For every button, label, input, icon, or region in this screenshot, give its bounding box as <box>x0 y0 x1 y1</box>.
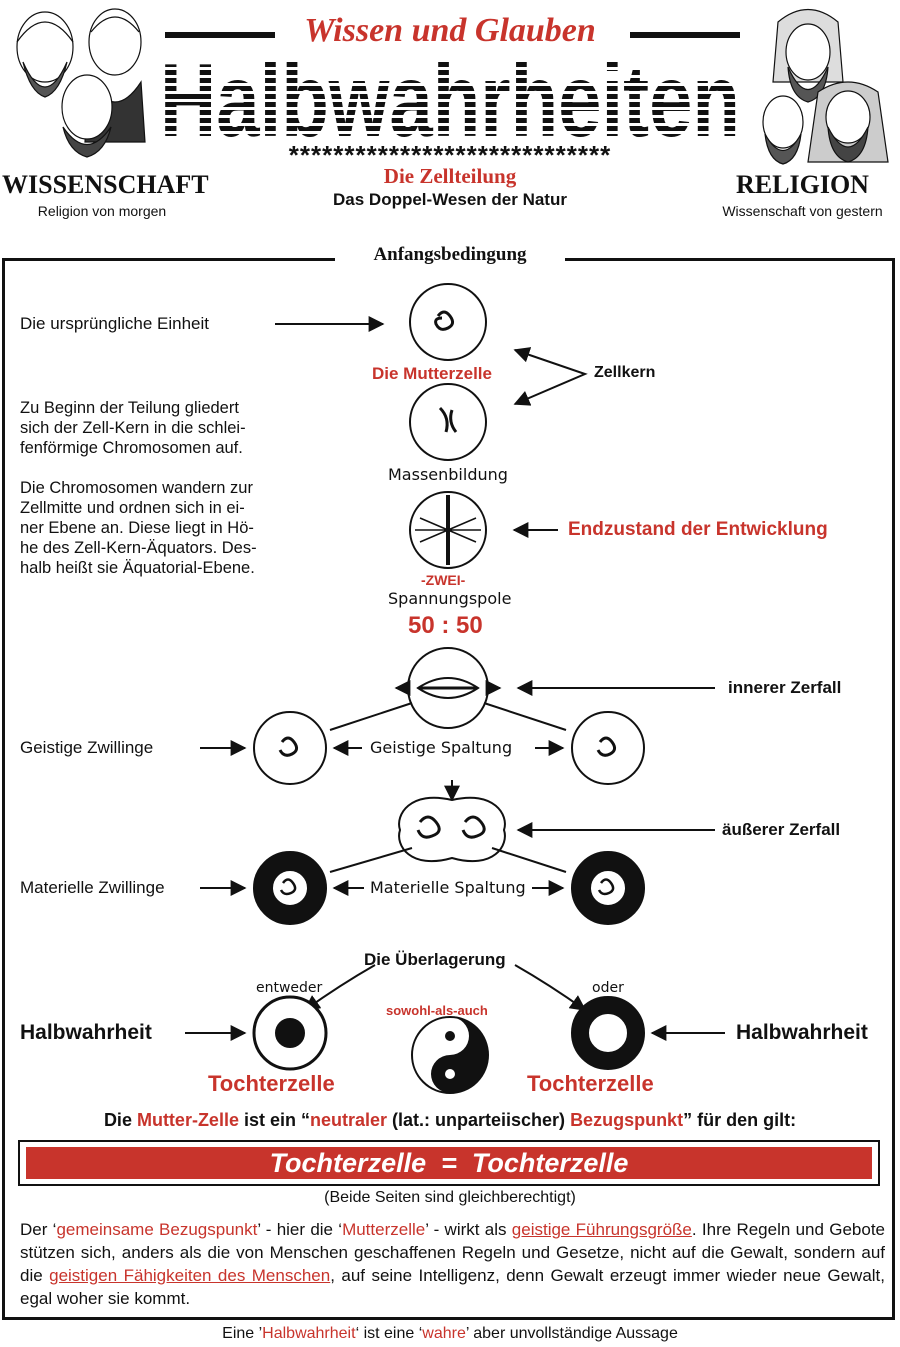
label-daughter-left: Tochterzelle <box>208 1071 335 1096</box>
spiritual-twin-left <box>253 711 327 785</box>
label-mass-formation: Massenbildung <box>388 465 508 484</box>
footer-part: Eine ’ <box>222 1325 263 1342</box>
statement-part: ist ein “ <box>238 1110 310 1130</box>
statement-neutral: neutraler <box>309 1110 388 1130</box>
text-spiritual-guidance: geistige Führungsgröße <box>511 1220 692 1239</box>
label-material-split: Materielle Spaltung <box>370 878 526 897</box>
text-part: Der ‘ <box>20 1220 57 1239</box>
text-common-reference: gemeinsame Bezugspunkt <box>56 1220 258 1239</box>
footer-part: ‘ ist eine ‘ <box>355 1325 423 1342</box>
daughter-right-core <box>589 1014 627 1052</box>
label-or: oder <box>592 980 624 996</box>
branch-right-lower <box>491 847 567 873</box>
paragraph-1-line: sich der Zell-Kern in die schlei- <box>20 419 246 437</box>
footer-part: ’ aber unvollständige Aussage <box>465 1325 678 1342</box>
mother-nucleus <box>434 310 455 331</box>
equation-banner: Tochterzelle = Tochterzelle <box>18 1140 880 1186</box>
statement-reference: Bezugspunkt <box>570 1110 684 1130</box>
label-spiritual-twins: Geistige Zwillinge <box>20 738 154 757</box>
paragraph-1: Zu Beginn der Teilung gliedert sich der … <box>20 398 246 458</box>
equation-text: Tochterzelle = Tochterzelle <box>26 1147 872 1179</box>
daughter-left-core <box>275 1018 305 1048</box>
text-part: ’ - hier die ‘ <box>257 1220 343 1239</box>
label-half-truth-right: Halbwahrheit <box>736 1021 868 1044</box>
reference-statement: Die Mutter-Zelle ist ein “neutraler (lat… <box>0 1110 900 1131</box>
footer-note: Eine ’Halbwahrheit‘ ist eine ‘wahre’ abe… <box>0 1325 900 1343</box>
equality-note: (Beide Seiten sind gleichberechtigt) <box>324 1189 576 1206</box>
portraits-left <box>5 2 155 172</box>
footer-half-truth: Halbwahrheit <box>262 1325 356 1342</box>
label-daughter-right: Tochterzelle <box>527 1071 654 1096</box>
paragraph-2-line: Zellmitte und ordnen sich in ei- <box>20 499 245 517</box>
religion-sublabel: Wissenschaft von gestern <box>722 203 883 219</box>
label-mother-cell: Die Mutterzelle <box>372 364 492 383</box>
label-outer-decay: äußerer Zerfall <box>722 820 841 839</box>
main-title: Halbwahrheiten <box>155 43 745 159</box>
paragraph-1-line: Zu Beginn der Teilung gliedert <box>20 399 239 417</box>
statement-part: Die <box>103 1110 137 1130</box>
label-inner-decay: innerer Zerfall <box>728 678 842 697</box>
label-either: entweder <box>256 980 323 996</box>
label-end-state: Endzustand der Entwicklung <box>568 519 828 540</box>
label-poles: Spannungspole <box>388 589 512 608</box>
text-part: ’ - wirkt als <box>425 1220 512 1239</box>
statement-part: (lat.: unparteiischer) <box>387 1110 571 1130</box>
branch-right-upper <box>483 702 567 731</box>
star-divider: ***************************** <box>288 140 612 170</box>
label-two: -ZWEI- <box>421 572 466 588</box>
science-label: WISSENSCHAFT <box>2 170 209 199</box>
material-twin-right-nucleus <box>597 878 615 896</box>
subtitle-secondary: Das Doppel-Wesen der Natur <box>333 190 567 209</box>
science-sublabel: Religion von morgen <box>37 203 167 219</box>
mother-cell-circle <box>409 283 487 361</box>
label-both: sowohl-als-auch <box>386 1003 488 1018</box>
cell-2-chromosomes <box>438 406 458 433</box>
material-twin-left-nucleus <box>279 878 297 896</box>
explanation-text: Der ‘gemeinsame Bezugspunkt’ - hier die … <box>20 1218 885 1310</box>
label-material-twins: Materielle Zwillinge <box>20 878 165 897</box>
spiritual-twin-left-nucleus <box>278 736 299 757</box>
text-part: , auf seine Intelligenz, denn Gewalt erz… <box>20 1266 885 1308</box>
label-original-unit: Die ursprüngliche Einheit <box>20 314 209 333</box>
paragraph-2-line: Die Chromosomen wandern zur <box>20 479 253 497</box>
material-twin-left-inner <box>273 871 307 905</box>
nucleus-arrow <box>513 347 588 406</box>
label-half-truth-left: Halbwahrheit <box>20 1021 152 1044</box>
subtitle: Die Zellteilung <box>383 164 517 188</box>
cell-4-spindle <box>416 677 480 699</box>
yin-yang-icon <box>411 1016 489 1094</box>
paragraph-1-line: fenförmige Chromosomen auf. <box>20 439 243 457</box>
paragraph-2: Die Chromosomen wandern zur Zellmitte un… <box>20 478 257 578</box>
statement-part: ” für den gilt: <box>683 1110 797 1130</box>
spiritual-twin-right <box>571 711 645 785</box>
paragraph-2-line: he des Zell-Kern-Äquators. Des- <box>20 539 257 557</box>
label-nucleus: Zellkern <box>594 364 656 381</box>
top-title: Wissen und Glauben <box>304 12 596 49</box>
religion-label: RELIGION <box>736 170 869 199</box>
frame-label: Anfangsbedingung <box>335 244 565 266</box>
main-title-text: Halbwahrheiten <box>160 46 740 146</box>
material-twin-right-inner <box>591 871 625 905</box>
overlay-arrow-right <box>514 964 587 1011</box>
cell-3-spindle <box>415 517 481 543</box>
cell-5-nucleus-left <box>416 815 441 839</box>
cell-5-nucleus-right <box>461 815 486 839</box>
label-spiritual-split: Geistige Spaltung <box>370 738 513 757</box>
text-mother-cell: Mutterzelle <box>342 1220 426 1239</box>
statement-mother-cell: Mutter-Zelle <box>136 1110 239 1130</box>
cell-5-outline <box>398 796 506 863</box>
spiritual-twin-right-nucleus <box>596 736 617 757</box>
branch-left-upper <box>329 702 413 731</box>
label-ratio: 50 : 50 <box>408 612 483 639</box>
label-overlay: Die Überlagerung <box>364 950 506 969</box>
text-human-abilities: geistigen Fähigkeiten des Menschen <box>49 1266 331 1285</box>
text-part: . Ihre Regeln und Gebote stützen sich, a… <box>20 1220 886 1285</box>
branch-left-lower <box>329 847 413 873</box>
footer-true: wahre <box>422 1325 466 1342</box>
portraits-right <box>748 2 898 172</box>
paragraph-2-line: halb heißt sie Äquatorial-Ebene. <box>20 559 255 577</box>
paragraph-2-line: ner Ebene an. Diese liegt in Hö- <box>20 519 254 537</box>
